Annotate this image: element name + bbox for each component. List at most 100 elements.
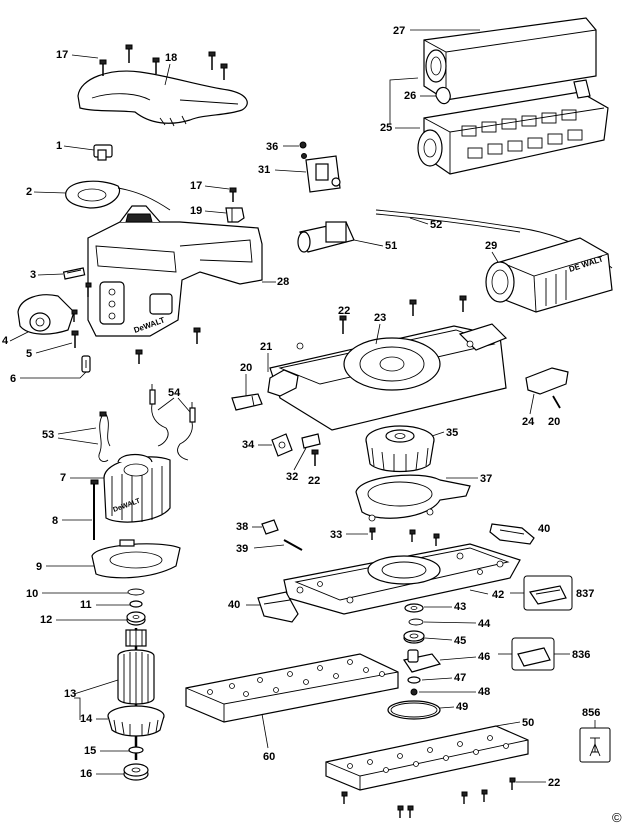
screws-22-base <box>339 295 467 334</box>
pin-20-left <box>231 393 263 411</box>
baffle-9 <box>91 539 181 579</box>
callout-53: 53 <box>42 429 54 441</box>
cable-clamp-2 <box>65 180 171 211</box>
dust-bag-27 <box>423 17 597 101</box>
brushes-54 <box>149 384 196 461</box>
callout-17b: 17 <box>190 180 202 192</box>
bag-frame-25 <box>417 79 609 175</box>
callout-17a: 17 <box>56 49 68 61</box>
callout-1: 1 <box>56 140 62 152</box>
callout-12: 12 <box>40 614 52 626</box>
eccentric-46 <box>403 649 442 673</box>
callout-8: 8 <box>52 515 58 527</box>
callout-5: 5 <box>26 348 32 360</box>
callout-22c: 22 <box>548 777 560 789</box>
callout-7: 7 <box>60 472 66 484</box>
screws-17-top <box>99 44 228 80</box>
bearing-16 <box>123 763 149 781</box>
label-856 <box>579 727 611 763</box>
callout-25: 25 <box>380 122 392 134</box>
callout-10: 10 <box>26 588 38 600</box>
fan-35 <box>365 425 435 473</box>
clamp-40-left <box>257 591 299 623</box>
wires-53 <box>98 411 111 463</box>
callout-14: 14 <box>80 713 93 725</box>
washer-11 <box>129 600 143 608</box>
copyright-mark: © <box>612 810 622 825</box>
callout-40b: 40 <box>228 599 240 611</box>
switch-1 <box>93 144 113 161</box>
clip-6 <box>81 355 91 373</box>
callout-837: 837 <box>576 588 594 600</box>
screws-33 <box>369 527 440 546</box>
ring-44 <box>408 618 424 626</box>
callout-48: 48 <box>478 686 490 698</box>
armature-13 <box>117 628 155 760</box>
bearing-45 <box>403 630 425 644</box>
field-coil-7 <box>103 453 171 523</box>
ring-10 <box>127 588 145 596</box>
base-plate-23 <box>269 323 508 431</box>
part-3 <box>62 267 86 280</box>
callout-32: 32 <box>286 471 298 483</box>
screw-48 <box>410 688 418 696</box>
kit-836-box <box>511 637 555 671</box>
pin-20-right <box>552 395 561 409</box>
cable-guard-51 <box>297 221 355 253</box>
callout-42: 42 <box>492 589 504 601</box>
callout-29: 29 <box>485 240 497 252</box>
callout-836: 836 <box>572 649 590 661</box>
screw-near-4 <box>71 309 78 322</box>
callout-26: 26 <box>404 90 416 102</box>
bearing-12 <box>126 611 146 626</box>
callout-38: 38 <box>236 521 248 533</box>
base-pad-50 <box>325 725 529 791</box>
callout-22a: 22 <box>338 305 350 317</box>
callout-45: 45 <box>454 635 466 647</box>
part-34 <box>271 433 293 457</box>
screw-36 <box>299 141 307 159</box>
o-ring-49 <box>387 700 441 720</box>
callout-49: 49 <box>456 701 468 713</box>
clip-32 <box>301 433 321 449</box>
callout-46: 46 <box>478 651 490 663</box>
clamping-plate-42 <box>283 543 521 615</box>
callout-856: 856 <box>582 707 600 719</box>
callout-20a: 20 <box>240 362 252 374</box>
callout-4: 4 <box>2 335 9 347</box>
dust-extractor-29 <box>485 237 613 313</box>
callout-6: 6 <box>10 373 16 385</box>
screw-17-housing <box>229 187 237 202</box>
clamp-40-right <box>489 523 535 545</box>
callout-47: 47 <box>454 672 466 684</box>
callout-36: 36 <box>266 141 278 153</box>
callout-35: 35 <box>446 427 458 439</box>
pin-39 <box>283 539 303 551</box>
callout-9: 9 <box>36 561 42 573</box>
screw-near-3 <box>85 282 92 297</box>
clip-19 <box>225 207 245 223</box>
callout-23: 23 <box>374 312 386 324</box>
callout-2: 2 <box>26 186 32 198</box>
callout-34: 34 <box>242 439 255 451</box>
callout-28: 28 <box>277 276 289 288</box>
callout-15: 15 <box>84 745 96 757</box>
callout-52: 52 <box>430 219 442 231</box>
kit-837-box <box>523 575 573 611</box>
callout-50: 50 <box>522 717 534 729</box>
lever-21 <box>267 369 299 397</box>
callout-43: 43 <box>454 601 466 613</box>
callout-60: 60 <box>263 751 275 763</box>
callout-33: 33 <box>330 529 342 541</box>
callout-13: 13 <box>64 688 76 700</box>
screws-bottom <box>341 777 516 818</box>
screw-8 <box>90 479 99 540</box>
callout-11: 11 <box>80 599 92 611</box>
callout-18: 18 <box>165 52 177 64</box>
washer-15 <box>128 746 144 754</box>
screw-22-mid <box>311 449 319 466</box>
callout-40a: 40 <box>538 523 550 535</box>
callout-31: 31 <box>258 164 270 176</box>
switch-holder-31 <box>305 155 341 193</box>
